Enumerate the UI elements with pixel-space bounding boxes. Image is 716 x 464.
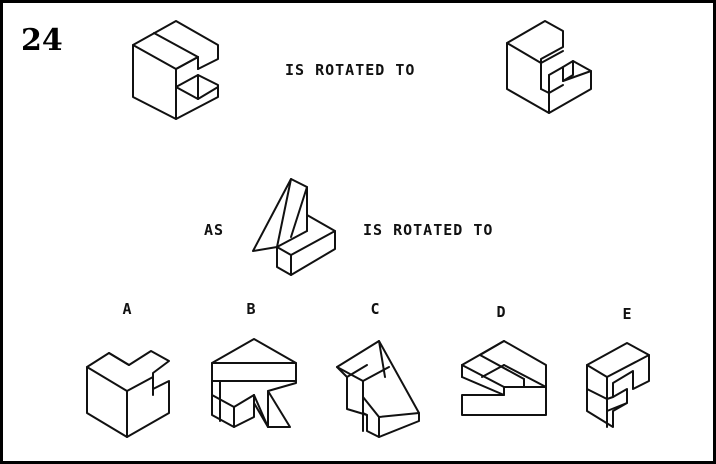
second-prefix-text: AS — [204, 221, 225, 239]
reference-shape-3 — [252, 178, 336, 276]
option-shape-b[interactable] — [208, 333, 303, 433]
option-letter-c: C — [370, 300, 380, 318]
option-letter-a: A — [122, 300, 132, 318]
first-relation-text: IS ROTATED TO — [285, 61, 416, 79]
question-number: 24 — [21, 23, 63, 58]
reference-shape-1 — [132, 20, 219, 120]
option-shape-a[interactable] — [83, 343, 178, 443]
option-letter-e: E — [622, 305, 632, 323]
option-letter-b: B — [246, 300, 256, 318]
option-shape-e[interactable] — [583, 337, 658, 437]
option-letter-d: D — [496, 303, 506, 321]
option-shape-c[interactable] — [333, 337, 428, 442]
second-relation-text: IS ROTATED TO — [363, 221, 494, 239]
reference-shape-2 — [506, 20, 592, 114]
option-shape-d[interactable] — [458, 337, 553, 422]
